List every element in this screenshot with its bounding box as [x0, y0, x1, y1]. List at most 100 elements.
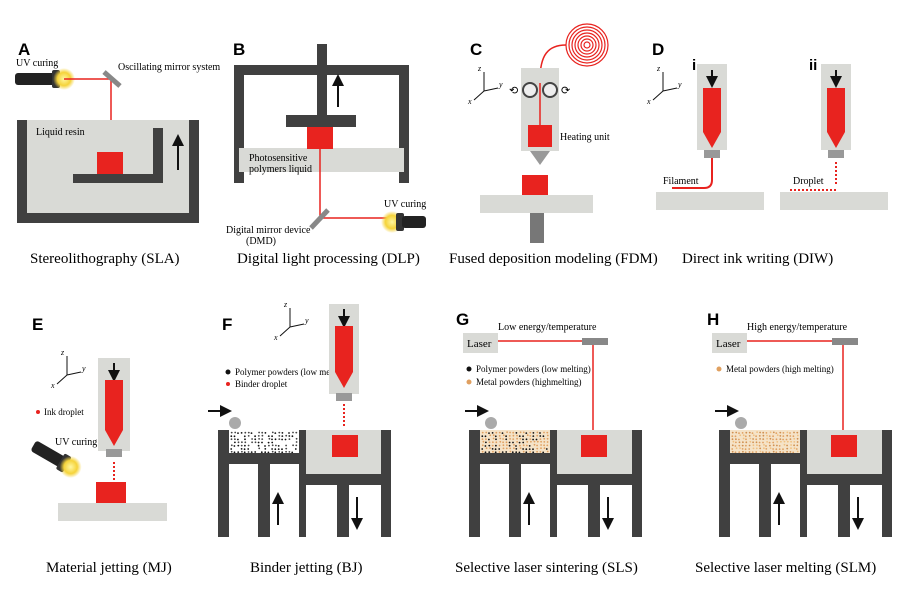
energy-label: High energy/temperature — [747, 322, 848, 333]
energy-label: Low energy/temperature — [498, 322, 597, 333]
nozzle — [704, 150, 720, 158]
rotate-right-icon: ⟳ — [561, 85, 570, 97]
laser-source — [463, 333, 498, 353]
caption-d: Direct ink writing (DIW) — [682, 251, 833, 267]
roller — [229, 417, 241, 429]
ink-droplet-label: Ink droplet — [44, 407, 84, 417]
sub-label-i: i — [692, 57, 696, 74]
liquid-vat — [239, 148, 404, 172]
metal-legend-dot — [716, 366, 722, 372]
laser-source — [712, 333, 747, 353]
panel-letter-b: B — [233, 40, 245, 59]
printed-part — [581, 435, 607, 457]
z-rod — [317, 44, 327, 118]
panel-letter-h: H — [707, 310, 719, 329]
axes-icon — [56, 356, 82, 385]
powder-particles — [230, 431, 298, 454]
uv-flashlight-icon — [381, 211, 426, 233]
powder-particles — [481, 431, 549, 454]
caption-h: Selective laser melting (SLM) — [695, 560, 876, 576]
axis-z-label: z — [60, 348, 65, 357]
printed-part — [522, 175, 548, 195]
axis-y-label: y — [677, 80, 682, 89]
laser-label: Laser — [467, 338, 492, 350]
panel-letter-e: E — [32, 315, 43, 334]
axis-x-label: x — [273, 333, 278, 342]
axis-z-label: z — [283, 300, 288, 309]
sls-machine-frame — [469, 430, 642, 537]
binder-legend-dot — [226, 382, 230, 386]
laser-label: Laser — [716, 338, 741, 350]
legend-polymer: Polymer powders (low melting) — [476, 364, 591, 374]
filament-line — [672, 158, 713, 189]
rotate-left-icon: ⟲ — [509, 85, 518, 97]
panel-g-sls: G Laser Low energy/temperature Polymer p… — [455, 310, 642, 576]
axis-z-label: z — [656, 64, 661, 73]
panel-letter-a: A — [18, 40, 30, 59]
panel-d-diw: D z y x i Filament ii Droplet Direct ink… — [646, 40, 888, 267]
printed-part — [97, 152, 123, 174]
scanner-mirror — [832, 338, 858, 345]
axis-x-label: x — [646, 97, 651, 106]
resin-tank-wall — [17, 120, 199, 223]
axis-x-label: x — [467, 97, 472, 106]
substrate-i — [656, 192, 764, 210]
scanner-mirror — [582, 338, 608, 345]
legend-metal: Metal powders (high melting) — [726, 364, 834, 374]
panel-letter-f: F — [222, 315, 232, 334]
build-bed — [58, 503, 167, 521]
uv-curing-label: UV curing — [16, 58, 58, 69]
legend-binder: Binder droplet — [235, 379, 288, 389]
axes-icon — [279, 308, 305, 337]
build-plate — [286, 115, 356, 127]
platform-arm — [153, 128, 163, 183]
panel-c-fdm: C z y x ⟲ ⟳ Heating unit Fused depositio… — [449, 23, 658, 267]
axis-z-label: z — [477, 64, 482, 73]
panel-letter-d: D — [652, 40, 664, 59]
polymer-legend-dot — [466, 366, 472, 372]
caption-f: Binder jetting (BJ) — [250, 560, 363, 576]
uv-curing-label: UV curing — [384, 199, 426, 210]
axis-y-label: y — [304, 316, 309, 325]
roller — [735, 417, 747, 429]
uv-flashlight-icon — [31, 441, 82, 478]
metal-legend-dot — [466, 379, 472, 385]
legend-polymer: Polymer powders (low melting) — [235, 367, 350, 377]
panel-letter-c: C — [470, 40, 482, 59]
slm-machine-frame — [719, 430, 892, 537]
filament-spool-icon — [565, 23, 609, 67]
roller — [485, 417, 497, 429]
heating-unit-label: Heating unit — [560, 132, 610, 143]
caption-a: Stereolithography (SLA) — [30, 251, 180, 267]
droplet-label: Droplet — [793, 176, 824, 187]
panel-b-dlp: B Photosensitive polymers liquid Digital… — [226, 40, 426, 267]
sub-label-ii: ii — [809, 57, 817, 74]
dmd-mirror — [309, 208, 330, 230]
liquid-label-2: polymers liquid — [249, 164, 312, 175]
bj-machine-frame — [218, 430, 391, 537]
liquid-resin-label: Liquid resin — [36, 127, 85, 138]
caption-g: Selective laser sintering (SLS) — [455, 560, 638, 576]
caption-c: Fused deposition modeling (FDM) — [449, 251, 658, 267]
build-bed — [480, 195, 593, 213]
printed-part — [332, 435, 358, 457]
nozzle — [828, 150, 844, 158]
printed-part — [96, 482, 126, 504]
mirror-label: Oscillating mirror system — [118, 62, 220, 73]
panel-f-bj: F z y x Polymer powders (low melting) Bi… — [208, 300, 391, 576]
dmd-label-1: Digital mirror device — [226, 225, 311, 236]
feed-roller-left — [522, 82, 538, 98]
axis-x-label: x — [50, 381, 55, 390]
printed-part — [831, 435, 857, 457]
nozzle — [106, 449, 122, 457]
legend-metal: Metal powders (highmelting) — [476, 377, 581, 387]
build-platform — [73, 174, 163, 183]
feed-roller-right — [542, 82, 558, 98]
axis-y-label: y — [498, 80, 503, 89]
oscillating-mirror — [102, 70, 122, 88]
ink-droplet-legend-dot — [36, 410, 40, 414]
panel-h-slm: H Laser High energy/temperature Metal po… — [695, 310, 892, 576]
polymer-legend-dot — [225, 369, 231, 375]
caption-e: Material jetting (MJ) — [46, 560, 172, 576]
